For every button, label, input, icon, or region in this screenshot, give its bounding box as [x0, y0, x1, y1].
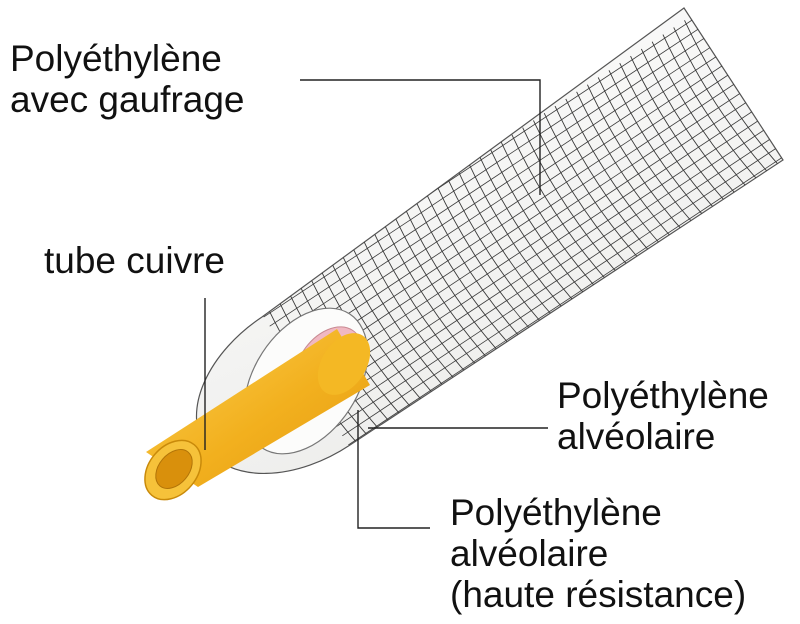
mesh-line — [281, 36, 747, 345]
mesh-line — [293, 54, 759, 364]
label-line: Polyéthylène — [557, 375, 769, 416]
label-foam-high-resistance: Polyéthylène alvéolaire (haute résistanc… — [450, 492, 746, 615]
mesh-line — [336, 118, 784, 427]
leader-line-foam-hr — [357, 410, 430, 529]
mesh-line — [348, 136, 784, 446]
mesh-line — [311, 81, 778, 391]
label-foam-polyethylene: Polyéthylène alvéolaire — [557, 375, 769, 457]
mesh-line — [299, 63, 765, 373]
label-line: (haute résistance) — [450, 574, 747, 615]
mesh-line — [263, 8, 729, 318]
label-line: alvéolaire — [450, 533, 609, 574]
leader-line-outer — [300, 79, 541, 195]
copper-tube-bore — [155, 449, 193, 489]
mesh-line — [329, 109, 784, 418]
mesh-line — [342, 127, 784, 437]
mesh-line — [317, 90, 784, 400]
label-line: tube cuivre — [44, 240, 225, 281]
copper-tube-body — [146, 329, 370, 487]
copper-tube-back-end — [317, 333, 371, 395]
mesh-line — [287, 45, 753, 354]
mesh-line — [323, 100, 784, 409]
mesh-line — [275, 27, 741, 336]
label-line: alvéolaire — [557, 416, 716, 457]
mesh-line — [269, 17, 735, 327]
embossing-mesh — [257, 8, 784, 455]
label-outer-polyethylene: Polyéthylène avec gaufrage — [10, 38, 245, 120]
mesh-line — [305, 72, 772, 382]
label-line: Polyéthylène — [450, 492, 662, 533]
label-copper-tube: tube cuivre — [44, 240, 225, 281]
label-line: avec gaufrage — [10, 79, 245, 120]
label-line: Polyéthylène — [10, 38, 222, 79]
